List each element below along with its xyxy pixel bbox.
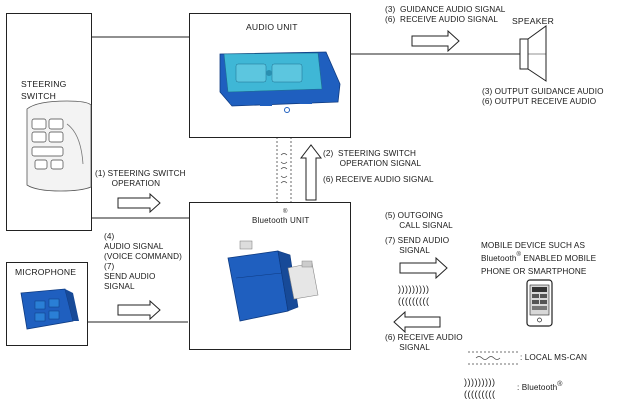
audio-unit-icon [219,51,341,113]
mobile-device-enabled: ENABLED MOBILE [521,254,597,263]
legend-ms-can-label: : LOCAL MS-CAN [520,353,588,362]
switch-operation-signal-label: (2) STEERING SWITCH OPERATION SIGNAL [323,149,422,168]
steering-switch-icon [26,100,92,192]
microphone-box: MICROPHONE [6,262,88,346]
steering-switch-operation-label: (1) STEERING SWITCH OPERATION [95,169,186,188]
bluetooth-module-icon [227,240,319,322]
arrow-mobile-to-bluetooth [393,310,441,334]
legend-bluetooth-wave-top: ))))))))) [464,377,496,387]
arrow-switch-operation-up [299,144,323,201]
mobile-device-label: MOBILE DEVICE SUCH AS Bluetooth® ENABLED… [481,239,596,278]
mobile-device-bluetooth: Bluetooth [481,254,517,263]
audio-unit-box: AUDIO UNIT [189,13,351,138]
arrow-bluetooth-to-mobile [399,256,448,280]
local-ms-can-link [276,137,292,202]
receive-audio-signal-mid-label: (6) RECEIVE AUDIO SIGNAL [323,175,434,184]
legend-bluetooth-label: : Bluetooth® [517,381,563,393]
send-audio-signal-label: (7) SEND AUDIO SIGNAL [385,236,450,255]
mobile-device-line1: MOBILE DEVICE SUCH AS [481,241,586,250]
microphone-label: MICROPHONE [15,267,77,277]
legend-bluetooth-wave-bottom: ((((((((( [464,389,496,399]
mic-signal-label: (4) AUDIO SIGNAL (VOICE COMMAND) (7) SEN… [104,232,182,291]
legend-bluetooth-text: : Bluetooth [517,383,558,392]
mobile-device-line3: PHONE OR SMARTPHONE [481,267,587,276]
bluetooth-wave-incoming: ((((((((( [398,296,430,306]
bluetooth-wave-outgoing: ))))))))) [398,284,430,294]
audio-unit-label: AUDIO UNIT [246,22,298,32]
mobile-phone-icon [526,279,553,327]
microphone-icon [20,288,79,330]
guidance-receive-signal-label: (3) GUIDANCE AUDIO SIGNAL (6) RECEIVE AU… [385,5,506,24]
mobile-registered-mark: ® [516,252,522,258]
registered-mark: ® [283,209,288,215]
legend-ms-can-sample [468,351,518,365]
speaker-label: SPEAKER [512,16,554,26]
legend-registered-mark: ® [557,381,563,388]
bluetooth-unit-box: Bluetooth® UNIT [189,202,351,350]
bluetooth-unit-suffix: UNIT [290,216,310,225]
arrow-guidance-to-speaker [411,29,460,53]
outgoing-call-signal-label: (5) OUTGOING CALL SIGNAL [385,211,453,230]
steering-switch-box: STEERING SWITCH [6,13,92,231]
mobile-device-line2: Bluetooth® ENABLED MOBILE [481,252,596,265]
speaker-icon [519,25,547,82]
steering-switch-label: STEERING SWITCH [21,79,67,101]
speaker-output-label: (3) OUTPUT GUIDANCE AUDIO (6) OUTPUT REC… [482,87,604,106]
receive-audio-signal-bottom-label: (6) RECEIVE AUDIO SIGNAL [385,333,463,352]
bluetooth-unit-name: Bluetooth [252,216,288,225]
arrow-steering-operation [117,192,161,214]
arrow-mic-to-bluetooth [117,299,161,321]
bluetooth-unit-label: Bluetooth® UNIT [252,209,310,225]
